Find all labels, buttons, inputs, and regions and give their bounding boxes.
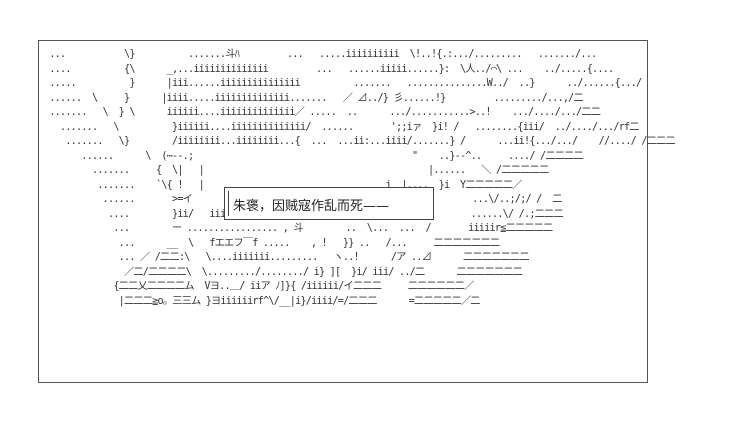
art-line: ....... `\{ ! | j |.... }i Y二二二二二／ (44, 179, 522, 191)
art-line: ....... { \| | |...... ＼ /二二二二二 (44, 165, 549, 176)
speech-box-inner-border (228, 191, 430, 216)
speech-box: 朱褒，因贼寇作乱而死—— (224, 187, 434, 220)
ascii-art: ... \} .......斗ﾊ ... .....iiiiiiiiii \!.… (44, 48, 675, 309)
speech-text: 朱褒，因贼寇作乱而死—— (233, 199, 390, 214)
art-line: ... ／ /二二:\ \....iiiiiii......... ヽ..! /… (44, 252, 530, 263)
art-line: ....... \} /iiiiiiii...iiiiiiii...{ ... … (44, 136, 675, 147)
art-line: ..... } |iii......iiiiiiiiiiiiiii ......… (44, 78, 642, 89)
art-line: ／二/二二二二\ \........./......../ i} ][ }i/ … (44, 266, 523, 278)
art-line: ....... \ } \ iiiiii....iiiiiiiiiiiiii／ … (44, 107, 601, 118)
art-line: .... {\ _,...iiiiiiiiiiiiii ... ......ii… (44, 63, 614, 75)
art-line: ... \} .......斗ﾊ ... .....iiiiiiiiii \!.… (44, 49, 597, 60)
art-line: {二二乂二二二二ム Vヨ..＿/ iiア ﾉ]}{ /iiiiii/イ二二二 二… (44, 281, 474, 292)
art-line: ...... \ } |iiii.....iiiiiiiiiiiiii.....… (44, 92, 583, 104)
art-frame (38, 40, 648, 383)
art-line: ... __ \ fエエフ￣f ..... , ! }} .. /... 二二二… (44, 237, 500, 249)
art-line: ....... \ }iiiiii....iiiiiiiiiiiiii/ ...… (44, 121, 640, 133)
art-line: ...... \ (⋯--.; " ..}--^.. ..../ /二二二二 (44, 150, 583, 162)
art-line: |二二二≧o。三三ム }ヨiiiiiirf^\/__|i}/iiii/=/二二二… (44, 295, 481, 307)
art-line: ... ー ................. , 斗 .. \... ... … (44, 223, 553, 234)
